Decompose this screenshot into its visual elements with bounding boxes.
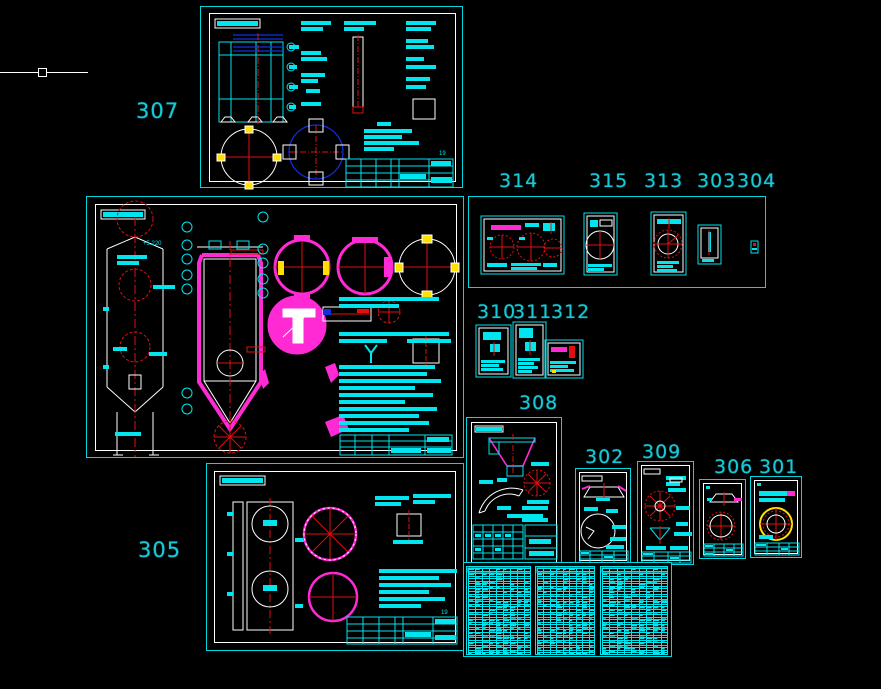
sheet-315 [583, 212, 618, 276]
detail-row-geometry [480, 211, 759, 276]
sheet-label-315[interactable]: 315 [589, 170, 629, 192]
sheet-main-geometry: +5.220 [100, 200, 460, 457]
sheet-label-305[interactable]: 305 [138, 538, 182, 562]
sheet-305-notes [379, 569, 457, 608]
plan-view-3 [394, 234, 460, 300]
sheet-301-geometry [754, 483, 800, 556]
sheet-group-310-312-geometry [475, 321, 584, 379]
parts-list-table-2[interactable] [535, 566, 595, 655]
sheet-311 [512, 321, 547, 379]
sheet-label-309[interactable]: 309 [642, 441, 682, 463]
parts-list-table-2-grid [536, 567, 594, 654]
detail-row-frame[interactable] [468, 196, 766, 288]
sheet-307-geometry: 19 [214, 18, 454, 190]
sheet-301-border [754, 480, 798, 554]
sheet-label-314[interactable]: 314 [499, 170, 539, 192]
sheet-313 [650, 211, 687, 276]
plan-view-2 [336, 237, 394, 296]
parts-list-table-3-grid [601, 567, 667, 654]
sheet-310 [475, 324, 512, 378]
sheet-305-geometry: 19 [219, 475, 458, 645]
weld-section-detail [267, 295, 327, 355]
sheet-group-310-311-312 [470, 318, 590, 382]
sheet-309[interactable] [637, 461, 694, 565]
sheet-306[interactable] [699, 479, 746, 559]
sheet-label-303[interactable]: 303 [697, 170, 737, 192]
sheet-308[interactable] [466, 417, 562, 569]
parts-list-table-3[interactable] [600, 566, 668, 655]
plan-circle-lower [307, 571, 359, 623]
sheet-label-313[interactable]: 313 [644, 170, 684, 192]
sheet-303 [697, 224, 722, 265]
sheet-306-geometry [703, 486, 744, 557]
parts-list-table-1[interactable] [466, 566, 531, 655]
svg-text:+5.220: +5.220 [143, 241, 162, 247]
svg-text:19: 19 [441, 610, 448, 616]
parts-list-table-1-grid [467, 567, 530, 654]
svg-text:19: 19 [439, 151, 446, 157]
sheet-label-308[interactable]: 308 [519, 392, 559, 414]
sheet-306-border [703, 483, 742, 555]
plan-circle-upper [302, 506, 358, 562]
sheet-label-312[interactable]: 312 [551, 301, 591, 323]
sheet-312 [544, 339, 584, 379]
sheet-label-307[interactable]: 307 [136, 99, 180, 123]
sheet-314 [480, 215, 565, 275]
sheet-307[interactable]: 19 [200, 6, 463, 190]
sheet-label-302[interactable]: 302 [585, 446, 625, 468]
sheet-308-geometry [472, 425, 558, 560]
sheet-label-304[interactable]: 304 [737, 170, 777, 192]
sheet-main-border [95, 204, 457, 451]
sheet-label-310[interactable]: 310 [477, 301, 517, 323]
sheet-304 [750, 240, 759, 254]
sheet-label-301[interactable]: 301 [759, 456, 799, 478]
sheet-301[interactable] [750, 476, 802, 558]
sheet-305-border [214, 471, 456, 643]
sheet-307-border [209, 13, 456, 182]
plan-view-1 [273, 235, 331, 299]
sheet-302-border [579, 472, 627, 561]
sheet-main-assembly[interactable]: +5.220 [86, 196, 464, 458]
sheet-309-geometry [641, 468, 692, 564]
sheet-label-311[interactable]: 311 [513, 301, 553, 323]
line-midpoint-grip[interactable] [38, 68, 47, 77]
technical-notes-block [339, 297, 451, 432]
sheet-305[interactable]: 19 [206, 463, 464, 651]
sheet-302[interactable] [575, 468, 631, 565]
sheet-label-306[interactable]: 306 [714, 456, 754, 478]
sheet-302-geometry [579, 475, 629, 564]
